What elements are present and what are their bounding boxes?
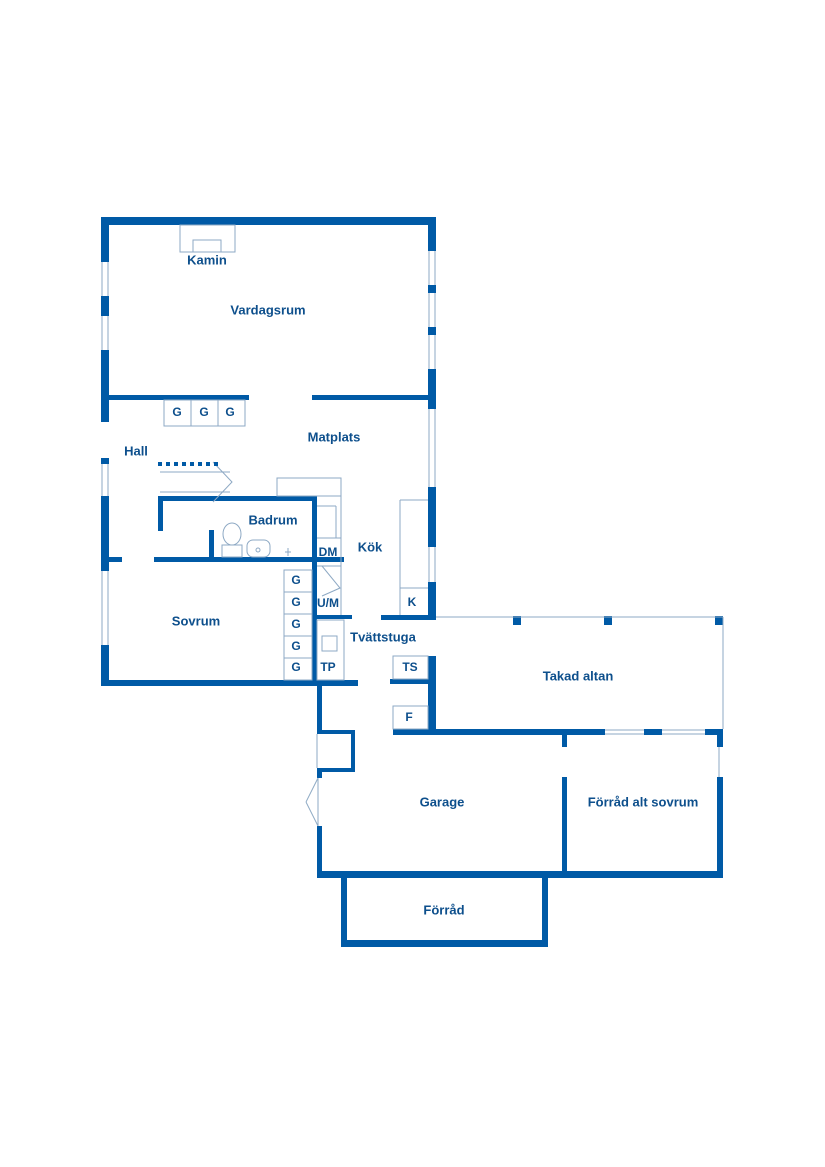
room-label-forrad: Förråd (423, 902, 464, 917)
closet-label-g: G (199, 405, 208, 419)
closet-label-g: G (225, 405, 234, 419)
room-label-matplats: Matplats (308, 429, 361, 444)
closet-label-g: G (291, 639, 300, 653)
closet-label-g: G (291, 595, 300, 609)
fixture-label-tp: TP (320, 660, 335, 674)
thin-lines (101, 224, 724, 827)
room-label-kok: Kök (358, 539, 383, 554)
room-label-tvattstuga: Tvättstuga (350, 629, 417, 644)
fixture-label-um: U/M (317, 596, 339, 610)
stair-dashes (158, 462, 218, 466)
closet-label-g: G (291, 617, 300, 631)
room-label-takad-altan: Takad altan (543, 668, 614, 683)
fixture-label-dm: DM (319, 545, 338, 559)
room-label-sovrum: Sovrum (172, 613, 220, 628)
room-label-vardagsrum: Vardagsrum (230, 302, 305, 317)
fixture-labels: G G G G G G G G DM U/M K TP TS F (172, 405, 417, 724)
room-label-badrum: Badrum (248, 512, 297, 527)
closet-label-g: G (172, 405, 181, 419)
room-label-garage: Garage (420, 794, 465, 809)
room-labels: Kamin Vardagsrum Hall Matplats Badrum Kö… (124, 252, 698, 917)
closet-label-g: G (291, 573, 300, 587)
fixture-label-f: F (405, 710, 412, 724)
fixture-label-ts: TS (402, 660, 417, 674)
fixture-label-k: K (408, 595, 417, 609)
room-label-hall: Hall (124, 443, 148, 458)
closet-label-g: G (291, 660, 300, 674)
room-label-forrad-alt-sovrum: Förråd alt sovrum (588, 794, 699, 809)
walls (101, 217, 723, 947)
room-label-kamin: Kamin (187, 252, 227, 267)
